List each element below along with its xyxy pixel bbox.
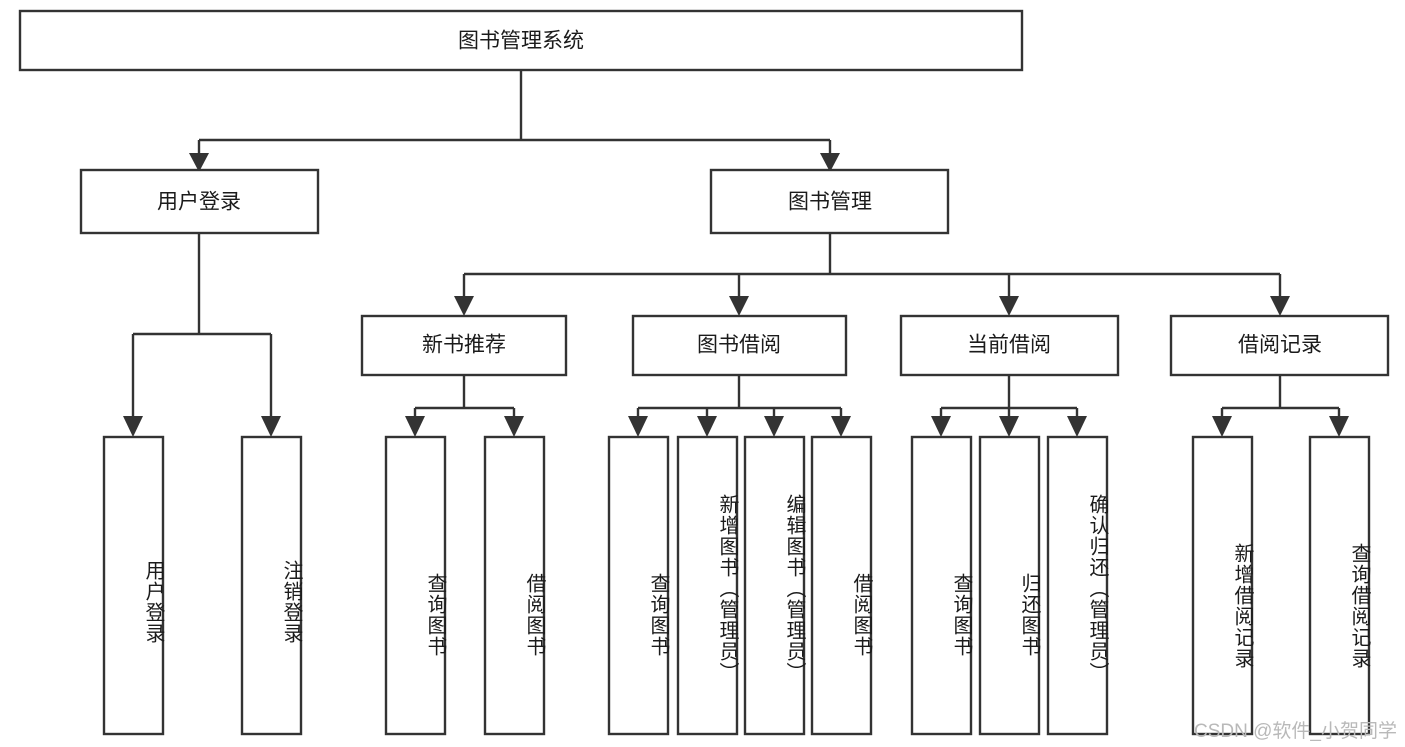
node-borrow-record-label: 借阅记录 xyxy=(1238,334,1322,357)
leaf-label-add-record: 新增借阅记录 xyxy=(1231,543,1253,669)
leaf-box-edit-book[interactable] xyxy=(743,435,806,736)
node-current-borrow-label: 当前借阅 xyxy=(967,334,1051,357)
leaf-label-borrow-book-2: 借阅图书 xyxy=(850,572,872,657)
leaf-label-add-book: 新增图书（管理员） xyxy=(716,494,738,683)
leaf-box-query-book-3[interactable] xyxy=(910,435,973,736)
leaf-box-logout-login[interactable] xyxy=(240,435,303,736)
node-new-book-rec-label: 新书推荐 xyxy=(422,334,506,357)
leaf-box-query-book-1[interactable] xyxy=(384,435,447,736)
node-book-borrow-label: 图书借阅 xyxy=(697,334,781,357)
node-book-borrow[interactable] xyxy=(631,314,848,377)
leaf-box-return-book[interactable] xyxy=(978,435,1041,736)
node-current-borrow[interactable] xyxy=(899,314,1120,377)
connector-currentborrow-to-leaves xyxy=(931,375,1087,437)
connector-borrowrecord-to-leaves xyxy=(1212,375,1349,437)
connector-root-to-level1 xyxy=(189,70,840,172)
leaf-box-query-book-2[interactable] xyxy=(607,435,670,736)
leaf-label-logout-login: 注销登录 xyxy=(280,560,302,644)
leaf-label-query-record: 查询借阅记录 xyxy=(1348,543,1370,669)
leaf-box-user-login[interactable] xyxy=(102,435,165,736)
node-book-manage-label: 图书管理 xyxy=(788,191,872,214)
connector-newbook-to-leaves xyxy=(405,375,524,437)
leaf-label-borrow-book-1: 借阅图书 xyxy=(523,572,545,657)
leaf-label-query-book-3: 查询图书 xyxy=(950,572,972,657)
node-root-label: 图书管理系统 xyxy=(458,30,584,53)
node-root[interactable] xyxy=(18,9,1024,72)
leaf-label-query-book-2: 查询图书 xyxy=(647,572,669,657)
leaf-box-borrow-book-2[interactable] xyxy=(810,435,873,736)
leaf-box-confirm-return[interactable] xyxy=(1046,435,1109,736)
node-borrow-record[interactable] xyxy=(1169,314,1390,377)
node-book-manage[interactable] xyxy=(709,168,950,235)
leaf-label-edit-book: 编辑图书（管理员） xyxy=(783,494,805,683)
leaf-label-query-book-1: 查询图书 xyxy=(424,572,446,657)
leaf-box-borrow-book-1[interactable] xyxy=(483,435,546,736)
node-user-login-label: 用户登录 xyxy=(157,191,241,214)
node-user-login[interactable] xyxy=(79,168,320,235)
leaf-box-add-book[interactable] xyxy=(676,435,739,736)
leaf-box-add-record[interactable] xyxy=(1191,435,1254,736)
connector-bookmanage-to-level2 xyxy=(454,233,1290,316)
leaf-label-confirm-return: 确认归还（管理员） xyxy=(1086,494,1108,683)
leaf-label-user-login: 用户登录 xyxy=(142,560,164,644)
connector-userlogin-to-leaves xyxy=(123,233,281,437)
node-new-book-rec[interactable] xyxy=(360,314,568,377)
connector-bookborrow-to-leaves xyxy=(628,375,851,437)
csdn-watermark: CSDN @软件_小贺同学 xyxy=(1194,721,1397,742)
leaf-label-return-book: 归还图书 xyxy=(1018,572,1040,657)
leaf-box-query-record[interactable] xyxy=(1308,435,1371,736)
